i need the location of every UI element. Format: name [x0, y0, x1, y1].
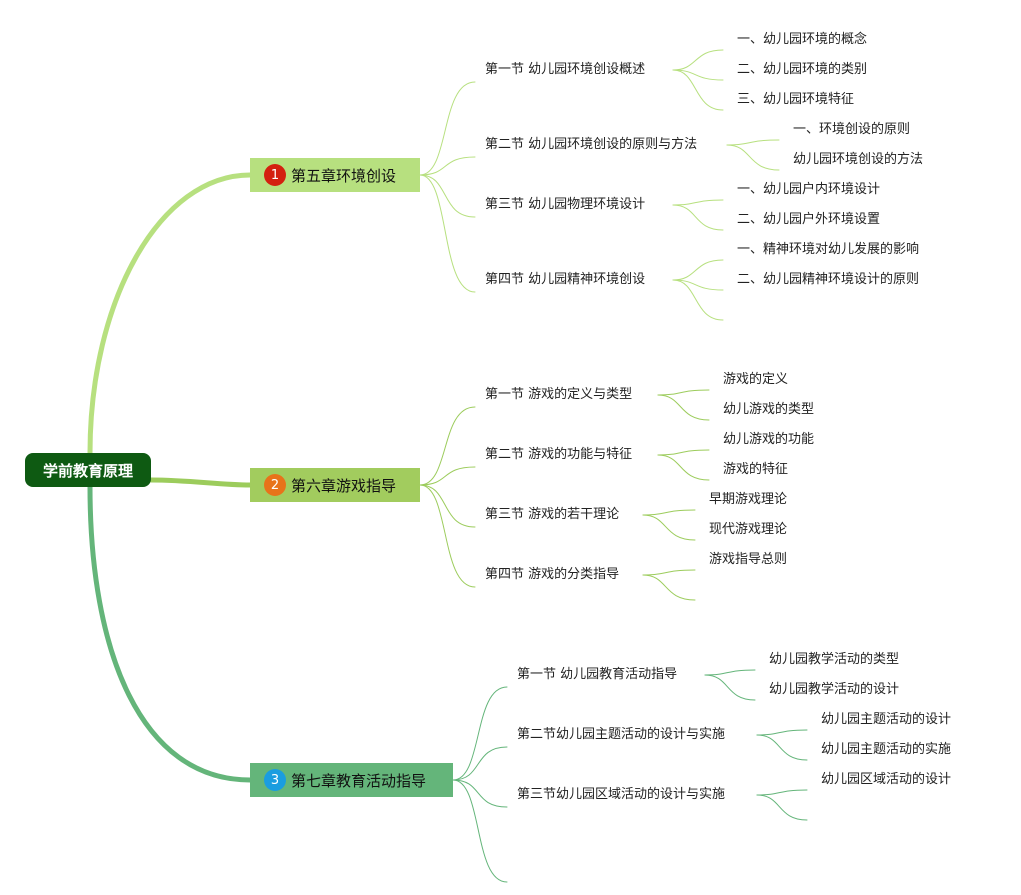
connector-line: [672, 279, 724, 291]
section-label[interactable]: 第三节 幼儿园物理环境设计: [485, 197, 646, 212]
connector-line: [672, 199, 724, 206]
connector-line: [642, 514, 696, 541]
connector-line: [672, 69, 724, 81]
connector-line: [657, 454, 710, 481]
connector-line: [419, 484, 476, 528]
connector-line: [419, 484, 476, 588]
section-label[interactable]: 第二节幼儿园主题活动的设计与实施: [517, 727, 726, 742]
connector-line: [657, 389, 710, 396]
connector-line: [657, 449, 710, 456]
section-label[interactable]: 第四节 游戏的分类指导: [485, 567, 620, 582]
section-label[interactable]: 第一节 幼儿园环境创设概述: [485, 62, 646, 77]
section-label[interactable]: 第二节 幼儿园环境创设的原则与方法: [485, 137, 698, 152]
connector-line: [419, 466, 476, 486]
leaf-label[interactable]: 幼儿游戏的类型: [723, 402, 815, 417]
connector-line: [452, 686, 508, 781]
leaf-label[interactable]: 游戏的特征: [723, 462, 789, 477]
leaf-label[interactable]: 二、幼儿园环境的类别: [737, 62, 868, 77]
connector-line: [704, 669, 756, 676]
section-label[interactable]: 第一节 幼儿园教育活动指导: [517, 667, 678, 682]
connector-line: [419, 174, 476, 218]
leaf-label[interactable]: 二、幼儿园精神环境设计的原则: [737, 272, 920, 287]
leaf-label[interactable]: 游戏的定义: [723, 372, 789, 387]
connector-line: [148, 477, 253, 488]
connector-line: [419, 81, 476, 176]
root-label: 学前教育原理: [42, 461, 133, 480]
connector-line: [726, 144, 780, 171]
connector-line: [87, 172, 253, 456]
connector-line: [756, 734, 808, 761]
connector-line: [756, 789, 808, 796]
connector-line: [642, 569, 696, 576]
connector-line: [87, 484, 253, 783]
connector-line: [756, 729, 808, 736]
leaf-label[interactable]: 游戏指导总则: [709, 552, 788, 567]
chapter-node[interactable]: 1 第五章环境创设: [250, 158, 420, 192]
connector-line: [452, 746, 508, 781]
chapter-node[interactable]: 3 第七章教育活动指导: [250, 763, 453, 797]
leaf-label[interactable]: 一、幼儿园户内环境设计: [737, 182, 881, 197]
connector-line: [419, 406, 476, 486]
connector-line: [452, 779, 508, 883]
leaf-label[interactable]: 早期游戏理论: [709, 492, 788, 507]
section-label[interactable]: 第三节 游戏的若干理论: [485, 507, 620, 522]
connector-line: [672, 259, 724, 281]
connector-line: [452, 779, 508, 808]
root-node[interactable]: 学前教育原理: [25, 453, 151, 487]
chapter-label: 第六章游戏指导: [291, 476, 397, 495]
section-label[interactable]: 第三节幼儿园区域活动的设计与实施: [517, 787, 726, 802]
connector-line: [657, 394, 710, 421]
connector-line: [419, 174, 476, 293]
leaf-label[interactable]: 幼儿园教学活动的类型: [769, 652, 900, 667]
section-label[interactable]: 第四节 幼儿园精神环境创设: [485, 272, 646, 287]
leaf-label[interactable]: 幼儿园主题活动的设计: [821, 712, 952, 727]
leaf-label[interactable]: 幼儿园区域活动的设计: [821, 772, 952, 787]
leaf-label[interactable]: 幼儿园主题活动的实施: [821, 742, 952, 757]
connector-line: [672, 49, 724, 71]
chapter-label: 第七章教育活动指导: [291, 771, 427, 790]
connector-line: [756, 794, 808, 821]
connector-line: [642, 509, 696, 516]
leaf-label[interactable]: 一、环境创设的原则: [793, 122, 911, 137]
number-badge: 3: [264, 769, 286, 791]
connector-line: [419, 156, 476, 176]
connector-line: [642, 574, 696, 601]
number-badge: 2: [264, 474, 286, 496]
connector-line: [672, 69, 724, 111]
leaf-label[interactable]: 三、幼儿园环境特征: [737, 92, 855, 107]
leaf-label[interactable]: 二、幼儿园户外环境设置: [737, 212, 881, 227]
chapter-node[interactable]: 2 第六章游戏指导: [250, 468, 420, 502]
section-label[interactable]: 第一节 游戏的定义与类型: [485, 387, 633, 402]
leaf-label[interactable]: 现代游戏理论: [709, 522, 788, 537]
leaf-label[interactable]: 幼儿游戏的功能: [723, 432, 815, 447]
section-label[interactable]: 第二节 游戏的功能与特征: [485, 447, 633, 462]
leaf-label[interactable]: 幼儿园环境创设的方法: [793, 152, 924, 167]
leaf-label[interactable]: 一、精神环境对幼儿发展的影响: [737, 242, 920, 257]
connector-line: [672, 279, 724, 321]
chapter-label: 第五章环境创设: [291, 166, 397, 185]
connector-line: [726, 139, 780, 146]
leaf-label[interactable]: 幼儿园教学活动的设计: [769, 682, 900, 697]
connector-line: [672, 204, 724, 231]
leaf-label[interactable]: 一、幼儿园环境的概念: [737, 32, 868, 47]
connector-line: [704, 674, 756, 701]
number-badge: 1: [264, 164, 286, 186]
